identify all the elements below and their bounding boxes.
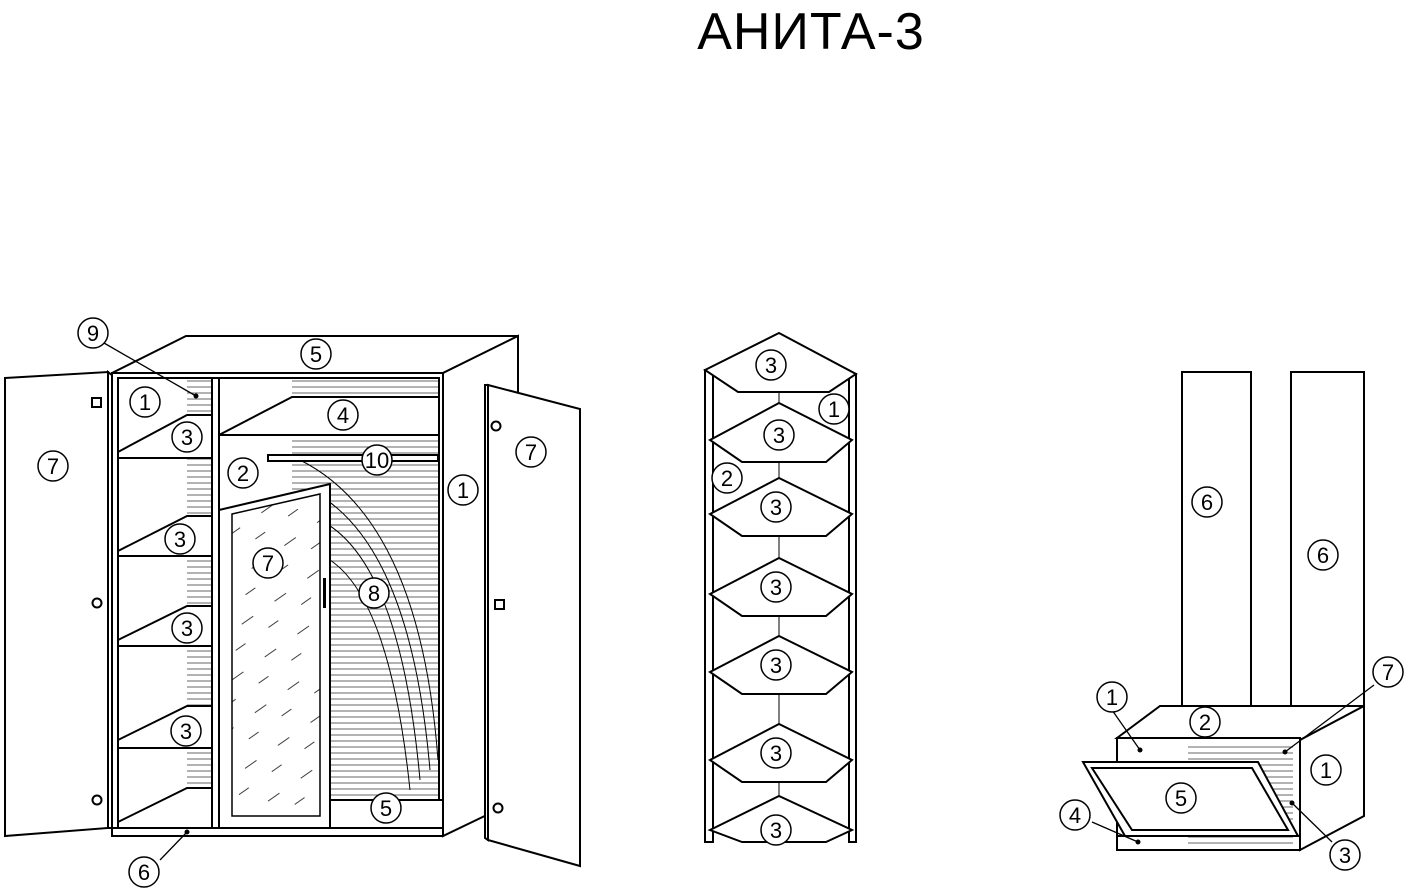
callout: 6: [1307, 539, 1339, 571]
svg-text:3: 3: [770, 575, 782, 600]
callout: 7: [515, 436, 547, 468]
callout: 1: [818, 393, 850, 425]
svg-text:3: 3: [770, 653, 782, 678]
callout: 6: [1191, 486, 1223, 518]
callout: 4: [327, 399, 359, 431]
panel-left: [1181, 371, 1252, 707]
callout: 3: [170, 715, 202, 747]
corner-shelf-callouts: 3 1 3 2 3 3 3 3 3: [711, 349, 850, 846]
svg-text:3: 3: [181, 616, 193, 641]
svg-text:1: 1: [828, 397, 840, 422]
svg-text:8: 8: [368, 581, 380, 606]
callout: 3: [760, 737, 792, 769]
svg-text:3: 3: [770, 741, 782, 766]
svg-text:5: 5: [380, 796, 392, 821]
callout: 1: [1096, 681, 1128, 713]
svg-text:3: 3: [765, 353, 777, 378]
svg-text:6: 6: [1317, 543, 1329, 568]
callout: 3: [760, 649, 792, 681]
svg-text:3: 3: [770, 495, 782, 520]
svg-text:3: 3: [1339, 843, 1351, 868]
callout: 3: [760, 571, 792, 603]
callout: 3: [164, 523, 196, 555]
panel-right: [1290, 371, 1365, 707]
svg-text:7: 7: [262, 551, 274, 576]
svg-text:1: 1: [139, 390, 151, 415]
callout: 7: [252, 547, 284, 579]
callout: 3: [1329, 839, 1361, 871]
svg-text:3: 3: [181, 425, 193, 450]
callout: 2: [1189, 706, 1221, 738]
callout: 1: [1310, 754, 1342, 786]
svg-text:9: 9: [87, 321, 99, 346]
svg-text:1: 1: [457, 478, 469, 503]
svg-text:7: 7: [47, 454, 59, 479]
svg-text:3: 3: [174, 527, 186, 552]
svg-text:3: 3: [773, 423, 785, 448]
page-title: АНИТА-3: [697, 3, 925, 61]
svg-text:1: 1: [1106, 685, 1118, 710]
callout: 3: [763, 419, 795, 451]
callout: 2: [227, 457, 259, 489]
callout: 3: [755, 349, 787, 381]
callout: 6: [128, 856, 160, 888]
shoe-cabinet-drawing: [1081, 371, 1365, 852]
wardrobe-drawing: [4, 334, 581, 868]
callout: 7: [1372, 656, 1404, 688]
callout: 9: [77, 317, 109, 349]
callout: 3: [171, 612, 203, 644]
svg-text:1: 1: [1320, 758, 1332, 783]
callout: 5: [1165, 782, 1197, 814]
callout: 3: [760, 814, 792, 846]
svg-text:7: 7: [525, 440, 537, 465]
leader-lines: [103, 342, 1375, 861]
svg-text:3: 3: [770, 818, 782, 843]
callout: 7: [37, 450, 69, 482]
svg-text:6: 6: [1201, 490, 1213, 515]
callout: 3: [760, 491, 792, 523]
callout: 1: [447, 474, 479, 506]
callout: 5: [370, 792, 402, 824]
shoe-cabinet-callouts: 6 6 1 2 7 1 5 4 3: [1059, 486, 1404, 871]
svg-text:6: 6: [138, 860, 150, 885]
callout: 2: [711, 462, 743, 494]
wardrobe-callouts: 9 5 1 3 4 2 10 7 1 7 3 7 8 3 3 5 6: [37, 317, 547, 888]
svg-text:10: 10: [365, 448, 389, 473]
svg-text:4: 4: [337, 403, 349, 428]
svg-text:5: 5: [1175, 786, 1187, 811]
svg-text:2: 2: [237, 461, 249, 486]
svg-text:2: 2: [721, 466, 733, 491]
svg-text:7: 7: [1382, 660, 1394, 685]
callout: 5: [300, 338, 332, 370]
callout: 10: [361, 444, 393, 476]
callout: 8: [358, 577, 390, 609]
svg-text:2: 2: [1199, 710, 1211, 735]
svg-text:3: 3: [180, 719, 192, 744]
callout: 3: [171, 421, 203, 453]
hanging-rod: [267, 454, 439, 462]
svg-text:4: 4: [1069, 803, 1081, 828]
svg-text:5: 5: [310, 342, 322, 367]
callout: 1: [129, 386, 161, 418]
callout: 4: [1059, 799, 1091, 831]
